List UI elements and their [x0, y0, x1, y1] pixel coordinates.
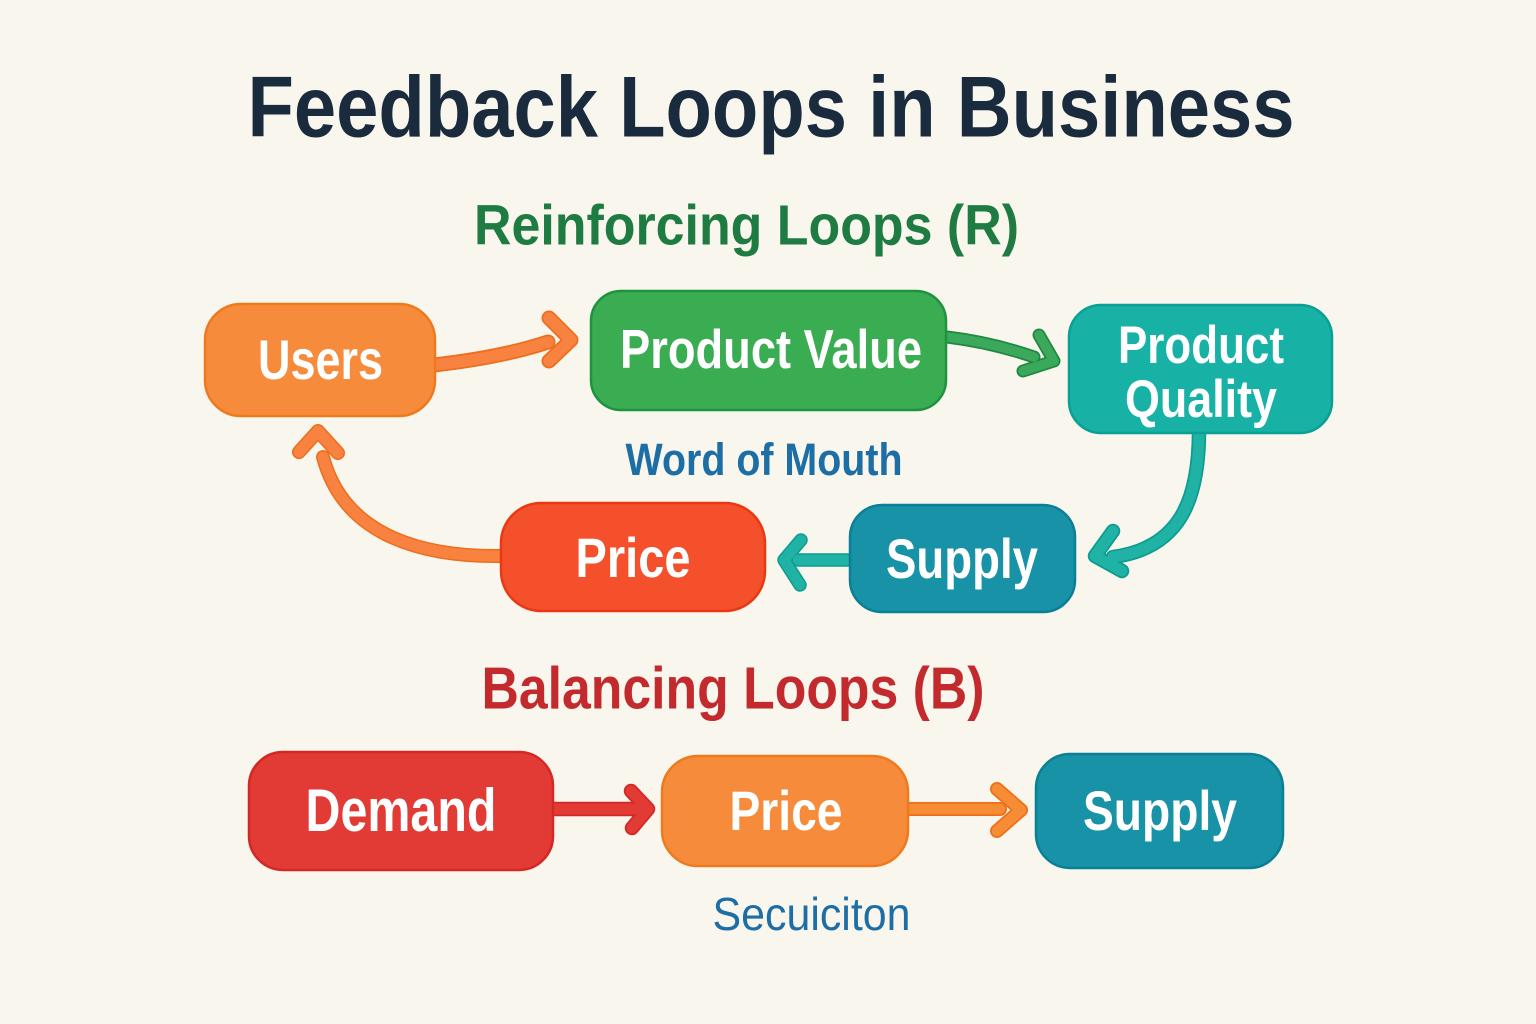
svg-text:Reinforcing Loops (R): Reinforcing Loops (R) — [474, 194, 1019, 258]
svg-text:Supply: Supply — [886, 527, 1038, 590]
svg-text:Word of Mouth: Word of Mouth — [626, 434, 903, 485]
svg-text:Product: Product — [1118, 316, 1284, 375]
svg-text:Feedback Loops in Business: Feedback Loops in Business — [248, 60, 1295, 156]
svg-text:Price: Price — [730, 779, 843, 842]
svg-text:Quality: Quality — [1125, 370, 1277, 429]
svg-text:Price: Price — [576, 526, 691, 589]
svg-text:Balancing Loops (B): Balancing Loops (B) — [482, 656, 985, 722]
svg-text:Secuiciton: Secuiciton — [713, 888, 911, 940]
svg-text:Product Value: Product Value — [620, 318, 922, 380]
svg-text:Demand: Demand — [306, 777, 497, 844]
svg-text:Supply: Supply — [1083, 779, 1237, 842]
svg-text:Users: Users — [258, 328, 383, 391]
